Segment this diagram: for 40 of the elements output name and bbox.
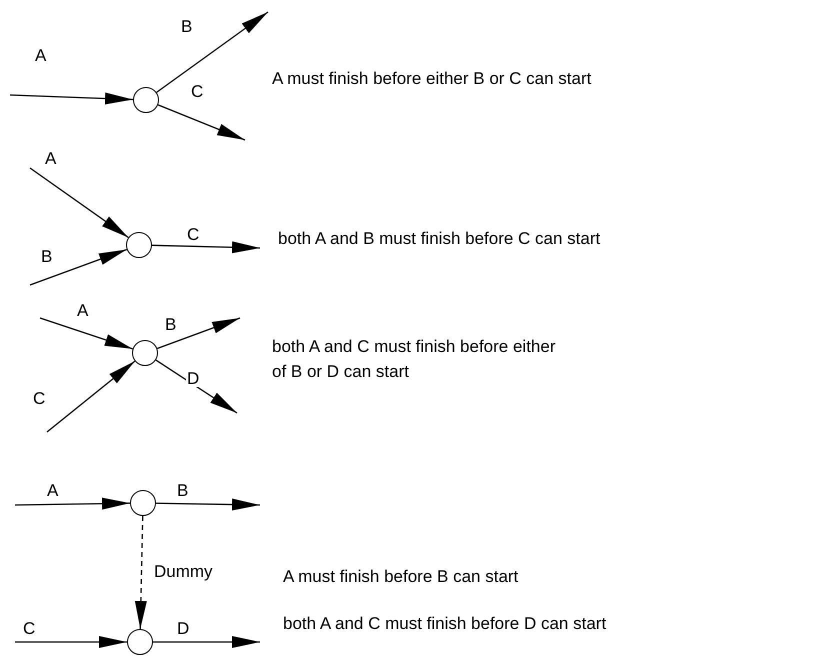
description-text: A must finish before either B or C can start [272,70,592,89]
dummy-arrow [134,516,147,630]
edge-label: A [44,150,58,167]
activity-arrow [156,11,268,93]
edge-label: D [186,370,200,387]
event-circle [133,87,159,113]
activity-arrow [10,92,134,104]
event-circle [130,490,156,516]
edge-label: A [46,482,60,499]
edge-label: D [176,620,190,637]
activity-arrow [30,167,129,238]
edge-label: C [32,390,46,407]
description-text: A must finish before B can start [283,568,518,587]
activity-arrow [46,360,136,432]
description-text: both A and C must finish before D can start [283,615,606,634]
event-circle [132,340,158,366]
activity-arrow [14,498,130,510]
activity-arrow [158,104,246,141]
edge-label: B [176,482,190,499]
edge-label: C [22,620,36,637]
description-text: both A and C must finish before either of B or D can start [272,336,557,383]
edge-label: A [34,47,48,64]
edge-label: B [40,248,54,265]
activity-arrow [153,636,260,648]
event-circle [126,232,152,258]
edge-label: B [164,316,178,333]
activity-arrow [15,636,127,648]
activity-arrow [156,360,238,414]
description-text: both A and B must finish before C can start [278,230,600,249]
edge-label: A [76,302,90,319]
event-circle [127,629,153,655]
activity-arrow [40,317,133,350]
activity-arrow [156,498,260,511]
edge-label: C [190,83,204,100]
edge-label: Dummy [153,563,214,580]
edge-label: B [180,18,194,35]
activity-arrow [152,241,260,254]
activity-arrow [30,248,128,286]
activity-arrow [156,317,240,350]
edge-label: C [186,226,200,243]
